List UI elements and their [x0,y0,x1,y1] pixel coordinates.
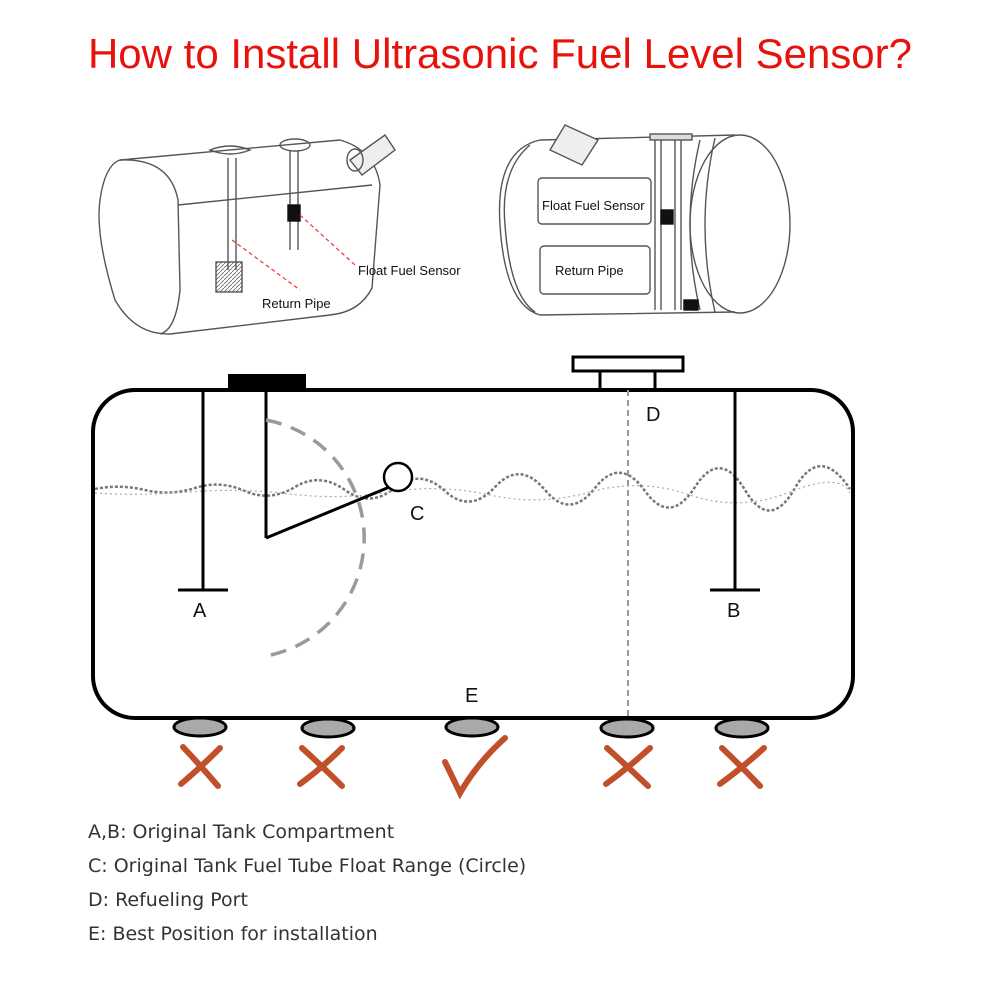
filler-neck-icon [348,134,396,176]
page-title: How to Install Ultrasonic Fuel Level Sen… [87,30,913,77]
tank-outline [91,388,855,720]
label-a: A [193,600,207,622]
right-return-pipe-label: Return Pipe [555,263,624,278]
float-range-arc [265,418,366,658]
right-float-sensor-block [660,209,674,225]
mount-pad-under-d [599,717,655,739]
fuel-level-line [94,465,852,512]
legend-item-d: D: Refueling Port [88,889,248,911]
left-callout-lines [231,214,356,291]
right-filler-neck-icon [549,124,600,166]
right-tank-illustration [498,124,791,316]
right-return-pipe-box [539,245,651,295]
left-tank-illustration [98,134,396,335]
right-float-sensor-label: Float Fuel Sensor [542,198,645,213]
label-c: C [410,503,424,525]
legend: A,B: Original Tank Compartment C: Origin… [88,815,526,951]
cross-mark-icon [178,744,223,789]
left-tank-body [98,139,381,335]
left-float-sensor-block [287,204,301,222]
left-return-pipe-label: Return Pipe [262,296,331,311]
right-return-pipe-end [683,299,699,311]
legend-item-e: E: Best Position for installation [88,923,378,945]
mount-pad-e [444,716,500,738]
mount-pad-under-a [172,716,228,738]
label-e: E [465,685,478,707]
float-gauge-head [228,374,306,392]
cross-mark-icon [297,745,345,789]
cross-mark-icon [717,745,767,789]
label-b: B [727,600,740,622]
refueling-port-cap [571,355,685,373]
left-tank-front-face [119,159,181,335]
mount-pad-under-b [714,717,770,739]
left-float-sensor-label: Float Fuel Sensor [358,263,461,278]
float-arm [265,484,393,540]
cross-mark-icon [603,745,653,789]
mount-pad-under-float [300,717,356,739]
check-mark-icon [442,735,508,800]
left-float-port [279,138,311,152]
label-d: D [646,404,660,426]
right-float-sensor-box [537,177,652,225]
legend-item-ab: A,B: Original Tank Compartment [88,821,395,843]
main-tank-diagram: A B C D E [91,355,855,800]
mount-pads [172,716,770,739]
legend-item-c: C: Original Tank Fuel Tube Float Range (… [88,855,527,877]
float-ball [382,461,414,493]
left-return-pipe-filter [215,261,243,293]
